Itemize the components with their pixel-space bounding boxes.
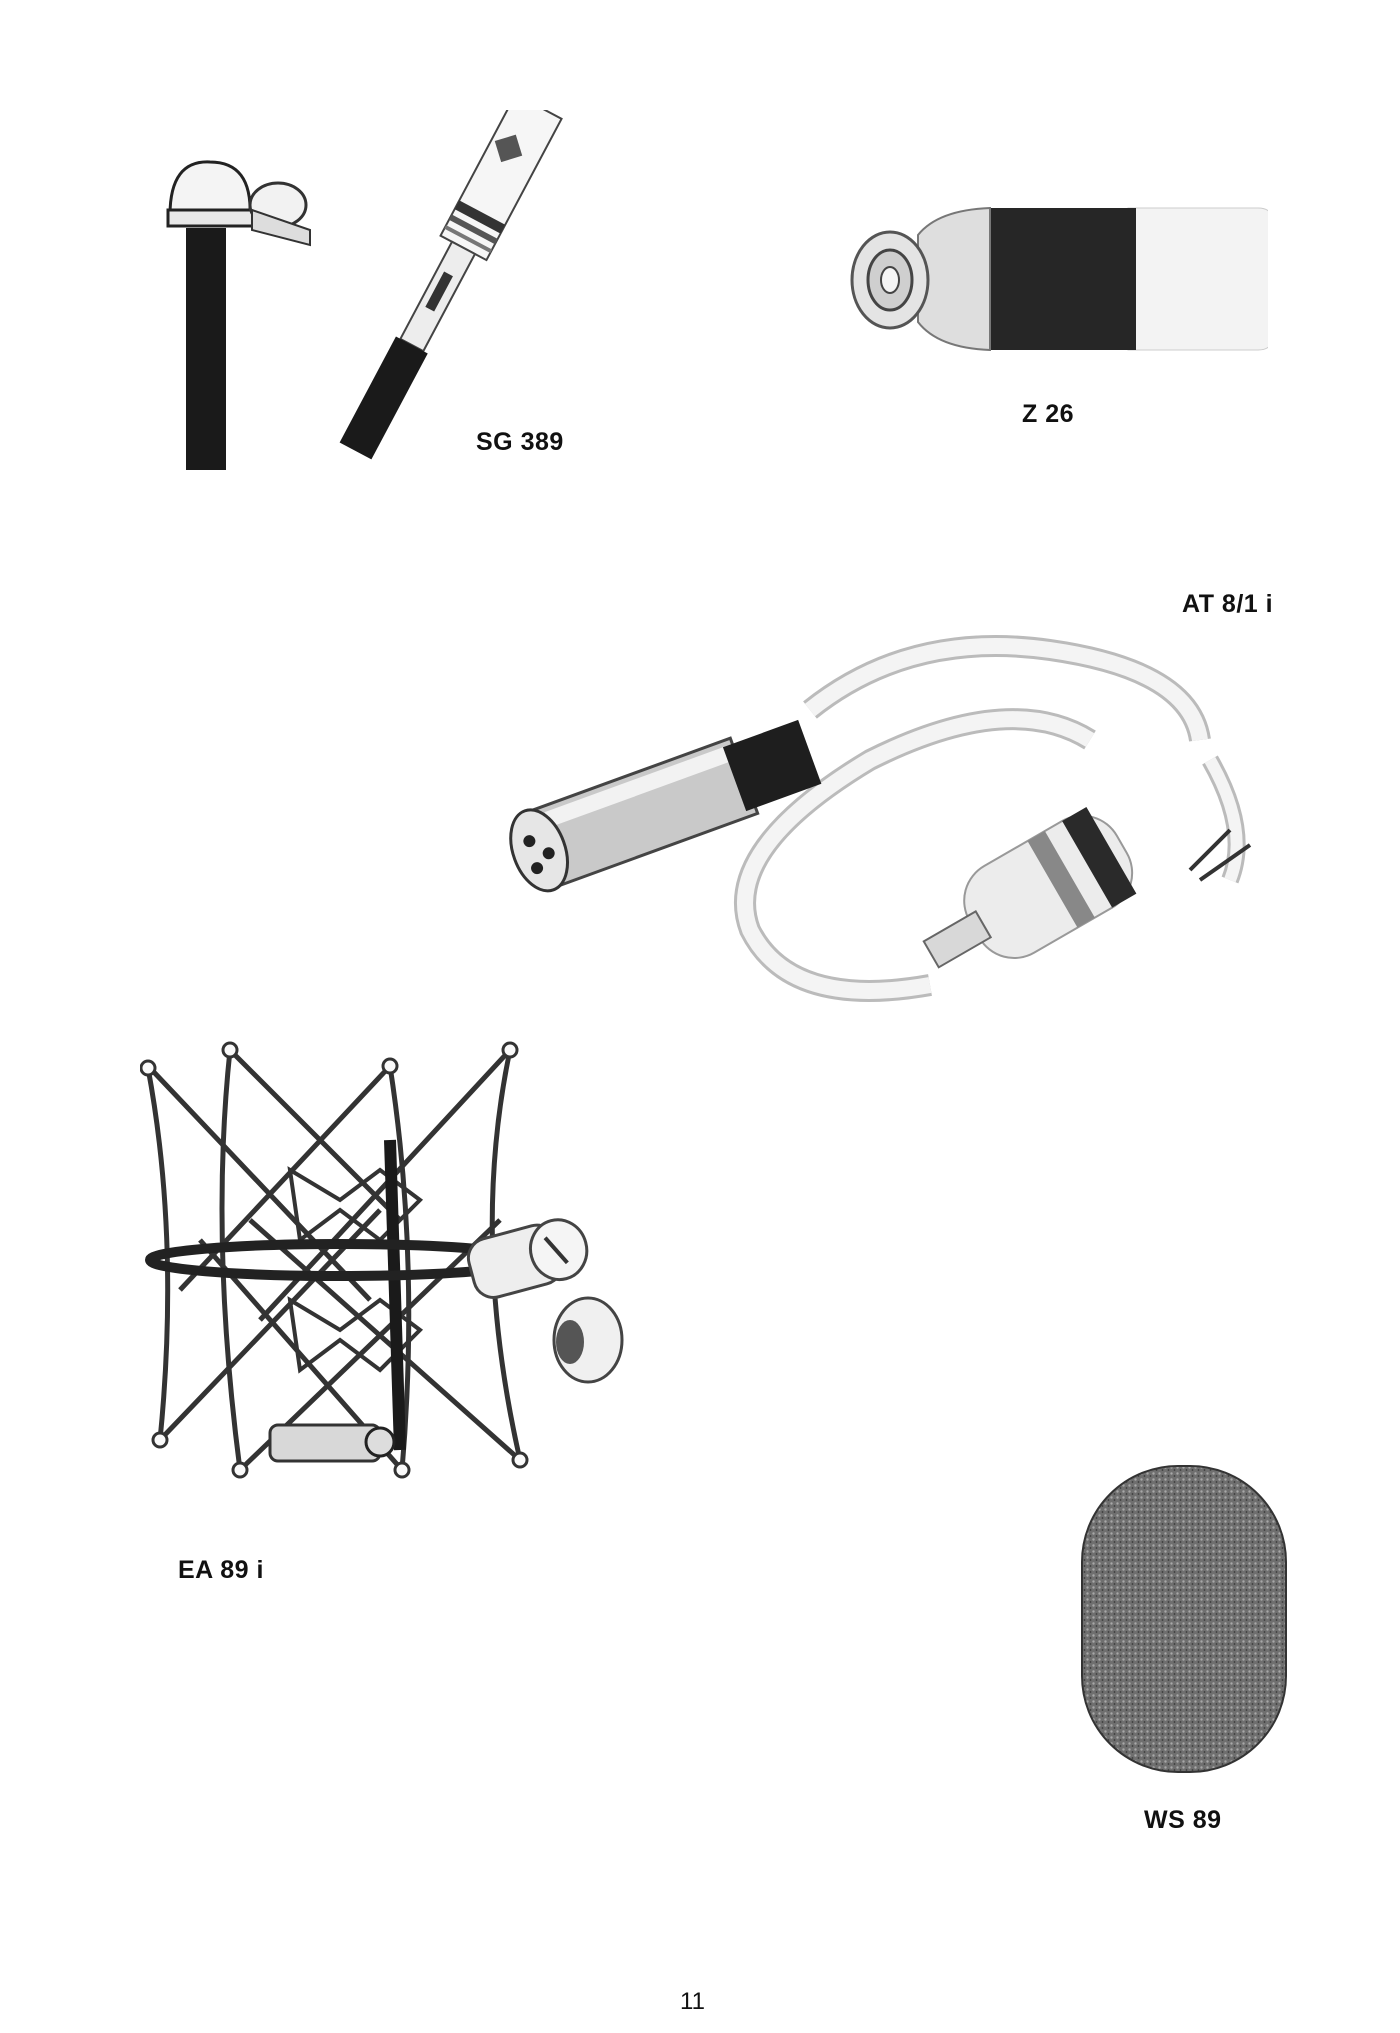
item-caption: Z 26 (1022, 400, 1075, 428)
item-caption: EA 89 i (178, 1556, 264, 1584)
stand-mount-icon (166, 110, 563, 470)
windscreen-icon (1081, 1465, 1287, 1773)
page-number: 11 (680, 1988, 705, 2015)
adapter-icon (850, 206, 1268, 352)
item-caption: AT 8/1 i (1182, 590, 1274, 618)
shock-mount-icon (140, 1041, 624, 1479)
cable-adapter-icon (509, 635, 1252, 1002)
item-caption: SG 389 (476, 428, 564, 456)
item-caption: WS 89 (1144, 1806, 1222, 1834)
